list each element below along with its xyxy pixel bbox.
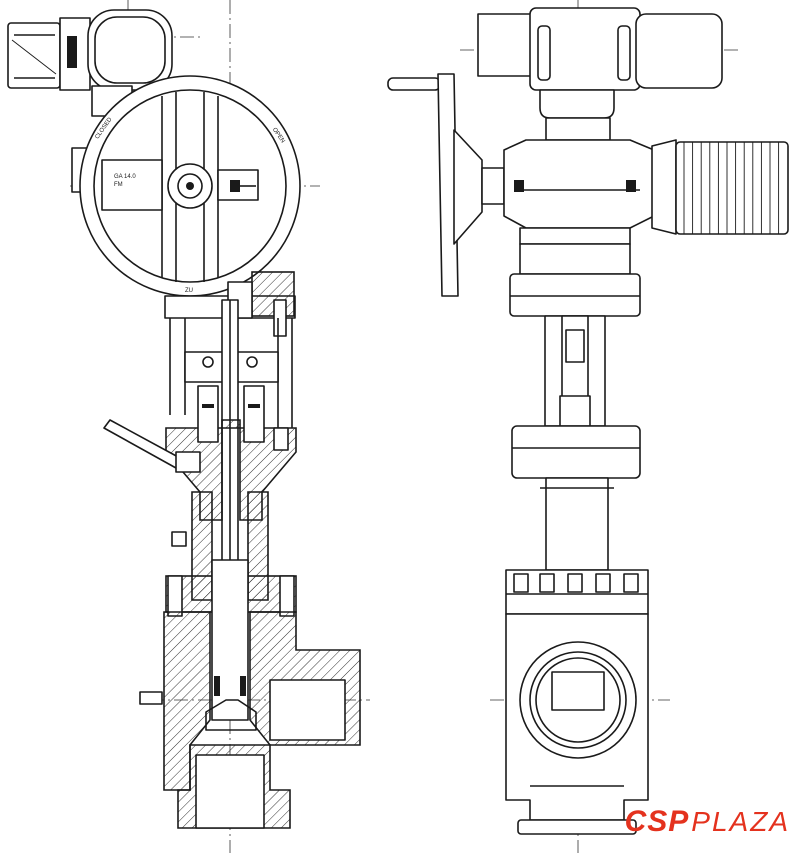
motor-housing xyxy=(7,17,91,91)
leakoff-lever xyxy=(103,419,201,473)
zu-label: ZU xyxy=(185,288,193,294)
lower-flange-side xyxy=(511,425,641,479)
plate-text-line2: FM xyxy=(114,182,123,188)
handwheel-side xyxy=(387,73,505,297)
gearbox-head xyxy=(87,9,173,117)
logo-text-plaza: PLAZA xyxy=(691,806,790,837)
body-flange xyxy=(165,559,297,721)
motor-fins xyxy=(651,139,789,235)
yoke-side xyxy=(544,315,606,427)
right-side-view xyxy=(387,0,789,853)
valve-body-section xyxy=(139,611,361,829)
upper-flange-side xyxy=(509,243,641,317)
left-sectional-view: CLOSED OPEN GA 14.0 FM ZU xyxy=(7,0,370,853)
body-flange-side xyxy=(505,569,649,615)
neck-side xyxy=(540,477,614,571)
valve-body-side xyxy=(505,613,649,835)
logo-text-csp: CSP xyxy=(624,805,690,838)
plate-text-line1: GA 14.0 xyxy=(114,174,136,180)
handwheel-front: CLOSED OPEN GA 14.0 FM ZU xyxy=(79,75,301,297)
gearbox-body-side xyxy=(503,139,655,245)
actuator-motor-side xyxy=(477,7,723,141)
bonnet-neck xyxy=(171,491,269,601)
csp-plaza-logo: CSP PLAZA xyxy=(625,805,790,839)
